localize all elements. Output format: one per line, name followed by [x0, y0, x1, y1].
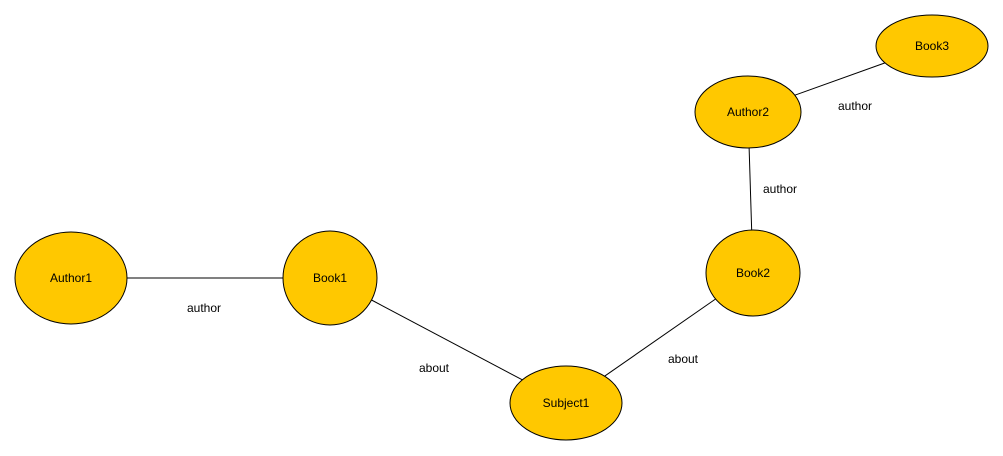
node-author2[interactable]: Author2	[694, 75, 802, 149]
node-label-subject1: Subject1	[543, 396, 590, 410]
edge-label-author1-book1: author	[187, 301, 221, 315]
node-label-book2: Book2	[736, 266, 770, 280]
node-ellipse-book3[interactable]	[875, 14, 989, 78]
node-ellipse-book1[interactable]	[282, 230, 378, 326]
node-author1[interactable]: Author1	[14, 231, 128, 325]
node-label-author2: Author2	[727, 105, 769, 119]
node-book1[interactable]: Book1	[282, 230, 378, 326]
edge-label-book1-subject1: about	[419, 361, 450, 375]
edge-book1-subject1	[371, 299, 523, 381]
node-ellipse-author1[interactable]	[14, 231, 128, 325]
node-label-book1: Book1	[313, 271, 347, 285]
node-subject1[interactable]: Subject1	[509, 365, 623, 441]
node-ellipse-author2[interactable]	[694, 75, 802, 149]
node-ellipse-subject1[interactable]	[509, 365, 623, 441]
node-book3[interactable]: Book3	[875, 14, 989, 78]
node-ellipse-book2[interactable]	[705, 229, 801, 317]
edge-label-author2-book3: author	[838, 99, 872, 113]
edge-label-subject1-book2: about	[668, 352, 699, 366]
edge-label-book2-author2: author	[763, 182, 797, 196]
edge-author2-book3	[794, 62, 886, 96]
node-book2[interactable]: Book2	[705, 229, 801, 317]
node-label-book3: Book3	[915, 39, 949, 53]
edges-layer: author about about author author	[127, 62, 886, 381]
edge-book2-author2	[748, 147, 753, 231]
node-label-author1: Author1	[50, 271, 92, 285]
edge-subject1-book2	[604, 298, 716, 377]
